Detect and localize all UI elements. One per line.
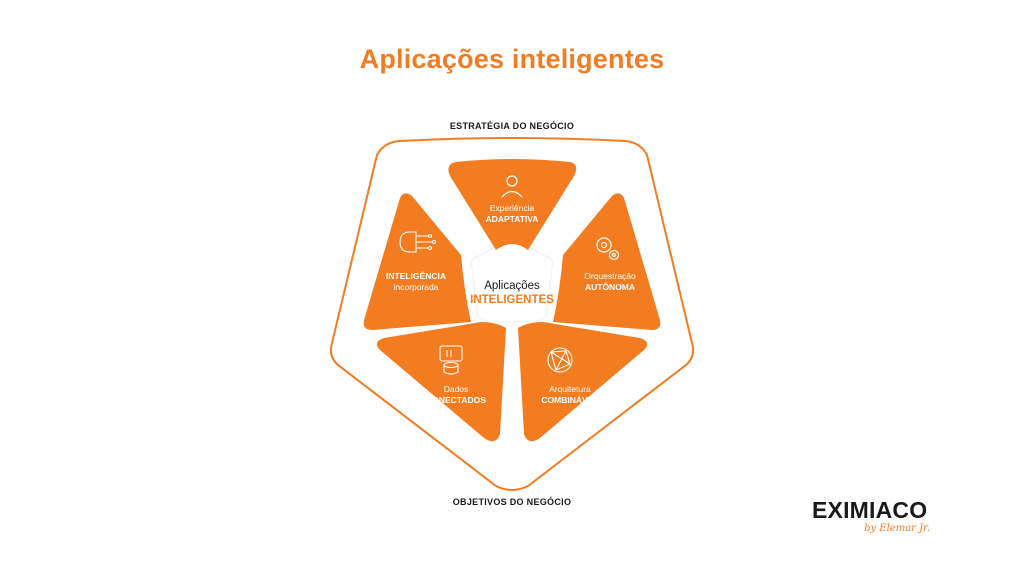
logo-tagline: by Elemar Jr. — [864, 523, 930, 534]
network-globe-icon — [547, 347, 573, 373]
label-dados: Dados CONECTADOS — [426, 384, 486, 405]
outer-pentagon-frame — [329, 137, 695, 491]
user-icon — [501, 175, 523, 198]
objectives-label: OBJETIVOS DO NEGÓCIO — [452, 497, 572, 507]
database-icon — [439, 345, 463, 375]
center-pentagon — [470, 237, 554, 323]
label-inteligencia: INTELIGÊNCIA incorporada — [386, 271, 446, 292]
segment-orquestracao — [553, 193, 661, 330]
strategy-label: ESTRATÉGIA DO NEGÓCIO — [449, 121, 575, 131]
segment-experiencia — [448, 159, 577, 250]
label-arquitetura: Arquitetura COMBINÁVEL — [541, 384, 599, 405]
logo-brand: EXIMIACO — [812, 497, 928, 523]
label-orquestracao: Orquestração AUTÔNOMA — [584, 271, 636, 292]
segment-dados — [376, 322, 506, 442]
eximiaco-logo: EXIMIACO by Elemar Jr. — [812, 497, 942, 541]
gears-icon — [596, 237, 620, 261]
brain-circuit-icon — [399, 231, 437, 253]
segment-arquitetura — [518, 322, 648, 442]
center-label: Aplicações INTELIGENTES — [470, 280, 554, 306]
segment-inteligencia — [363, 193, 471, 330]
label-experiencia: Experiência ADAPTATIVA — [485, 203, 539, 224]
page-title: Aplicações inteligentes — [359, 44, 665, 74]
